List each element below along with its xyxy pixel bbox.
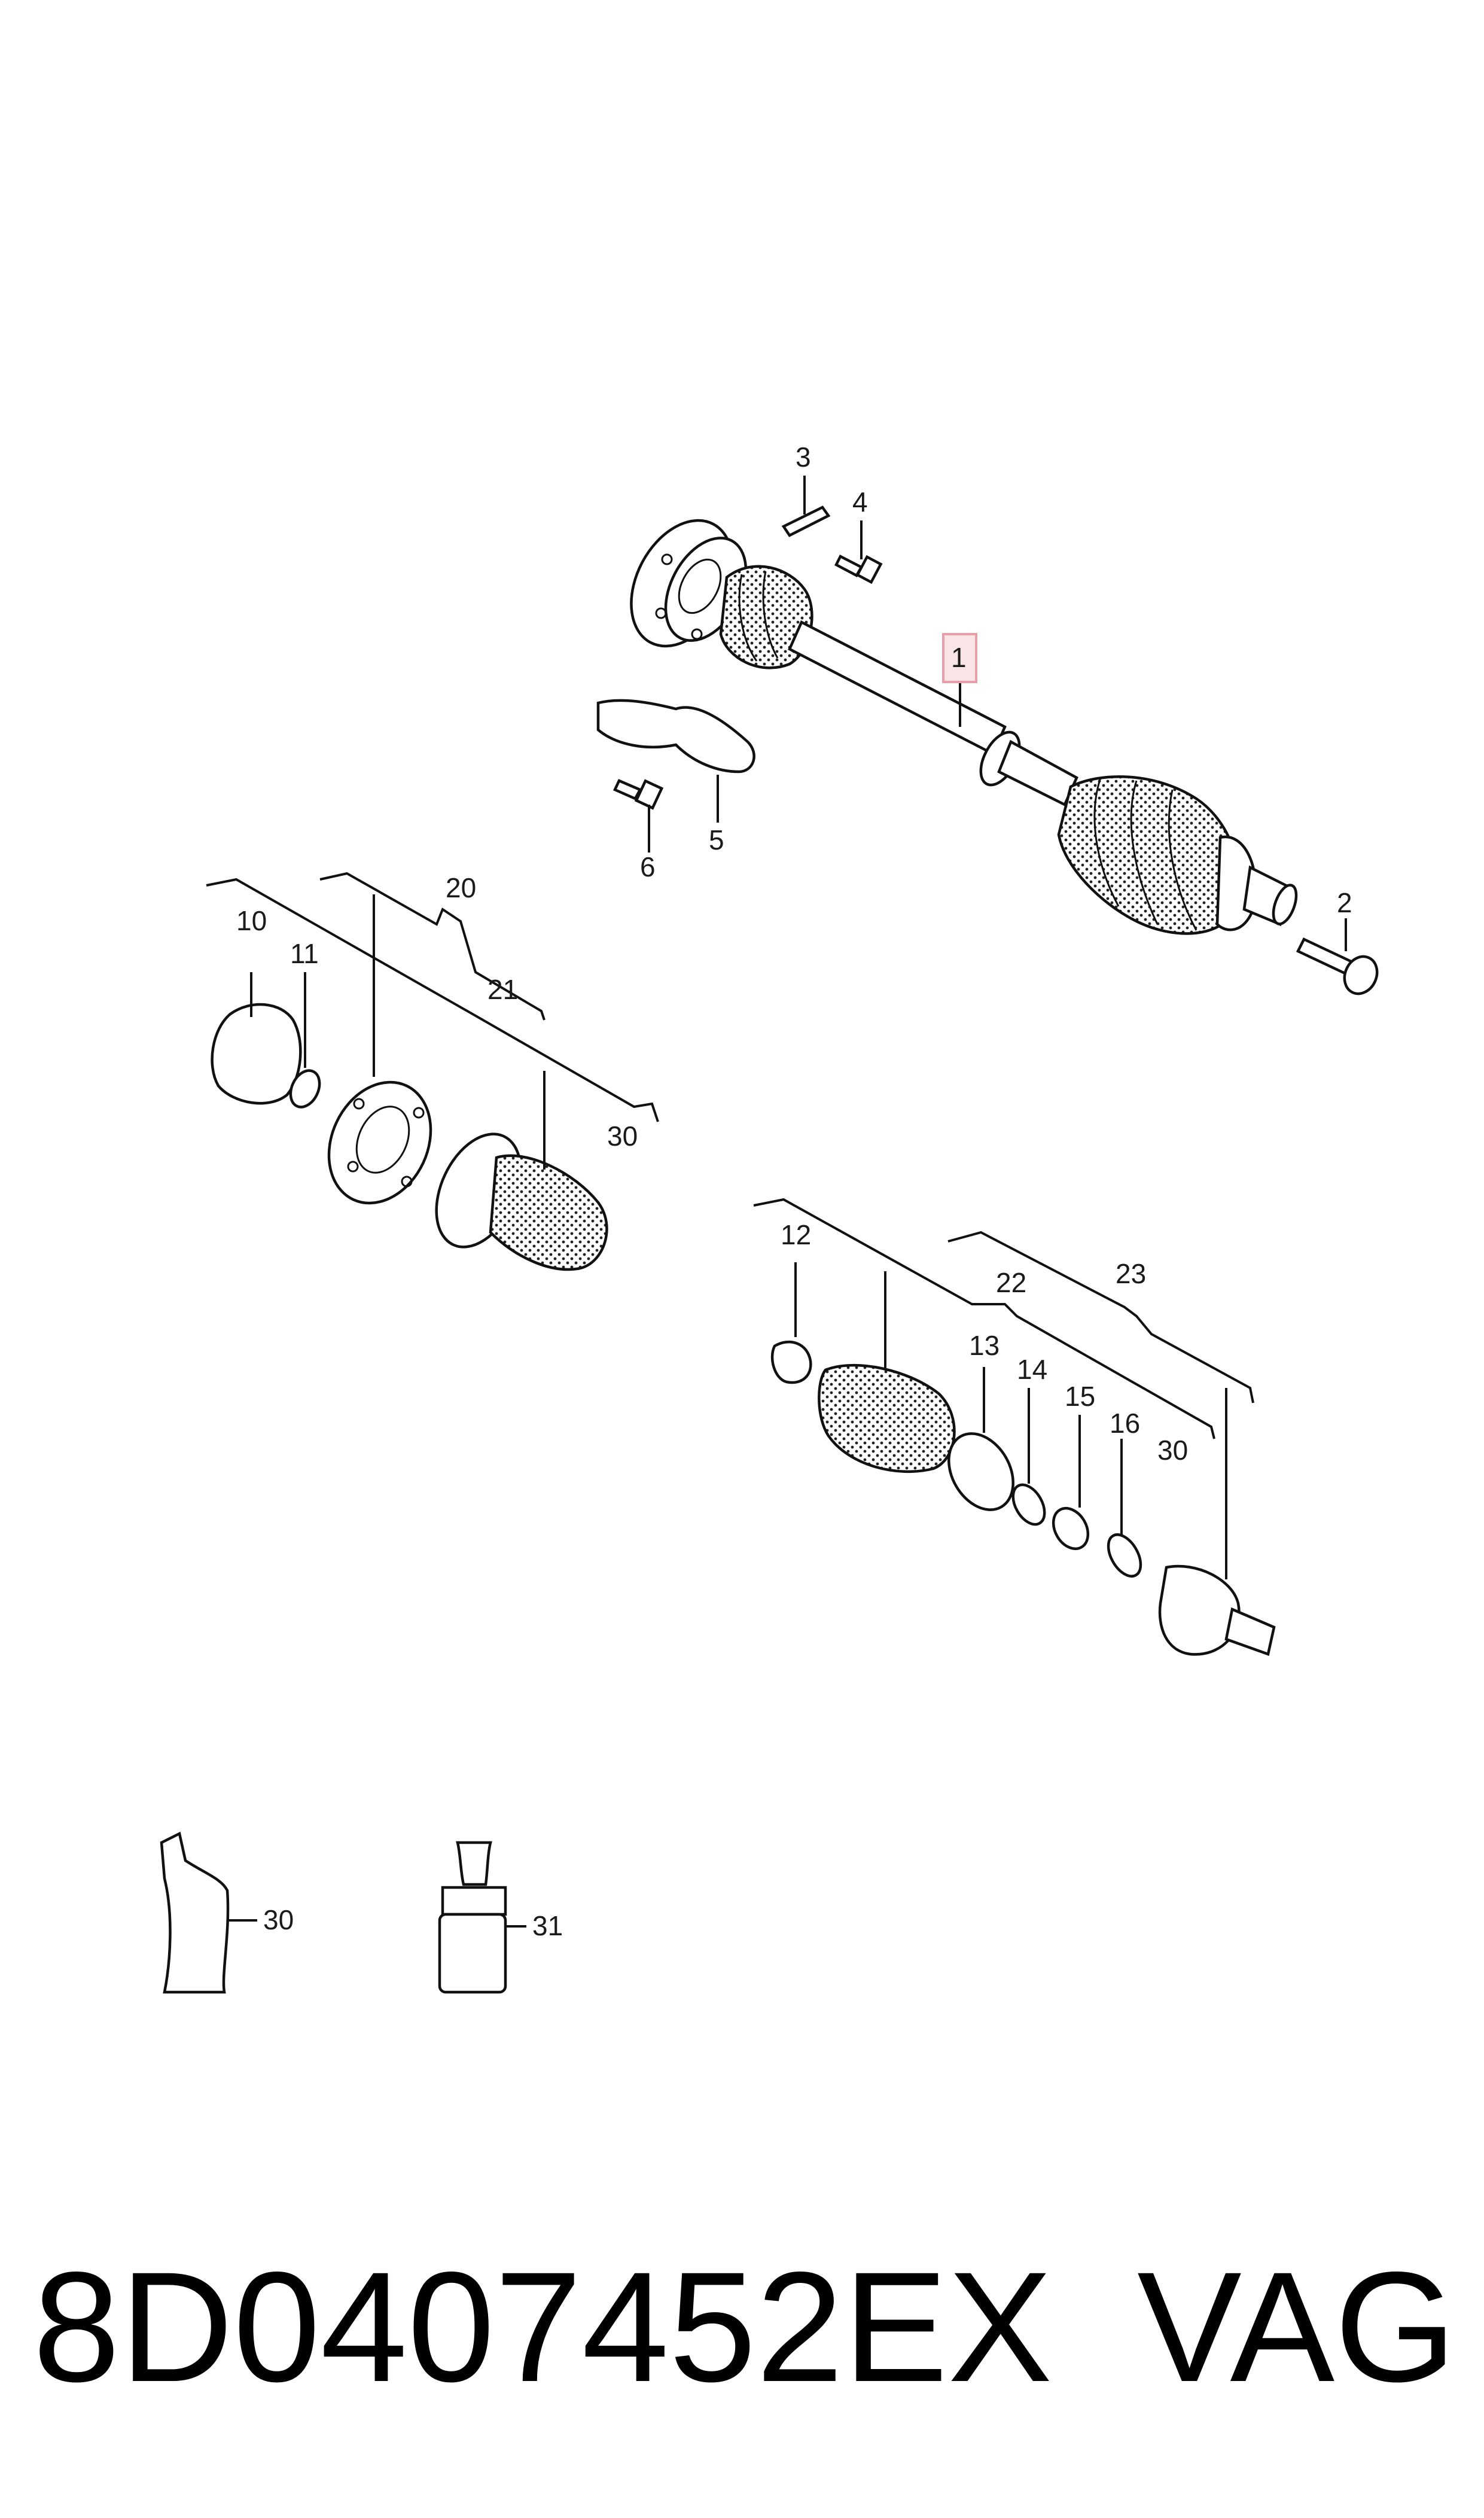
callout-16[interactable]: 16	[1110, 1408, 1140, 1439]
outer-boot[interactable]	[818, 1363, 956, 1473]
footer: 8D0407452EX VAG	[33, 2237, 1456, 2417]
grease-tube[interactable]	[160, 1831, 230, 1994]
callout-4[interactable]: 4	[852, 486, 868, 517]
callout-30-c[interactable]: 30	[263, 1904, 294, 1935]
brand: VAG	[1137, 2239, 1456, 2415]
callout-13[interactable]: 13	[969, 1330, 1000, 1361]
circlip[interactable]	[285, 1066, 325, 1112]
retaining-clip[interactable]	[781, 506, 831, 537]
inner-cv-joint[interactable]	[310, 1065, 450, 1220]
thrust-ring[interactable]	[1046, 1502, 1095, 1555]
callout-20[interactable]: 20	[446, 872, 476, 903]
callout-2[interactable]: 2	[1337, 887, 1352, 918]
callout-1[interactable]: 1	[951, 642, 967, 673]
callout-30-a[interactable]: 30	[607, 1121, 638, 1152]
boot-clamp-large[interactable]	[936, 1422, 1026, 1521]
circlip-outer[interactable]	[1102, 1529, 1147, 1582]
part-number: 8D0407452EX	[33, 2239, 1053, 2415]
callout-12[interactable]: 12	[781, 1219, 811, 1250]
callout-31[interactable]: 31	[532, 1910, 563, 1941]
heat-shield[interactable]	[596, 699, 755, 774]
boot-clamp-small[interactable]	[770, 1340, 812, 1384]
dished-washer[interactable]	[1007, 1479, 1051, 1530]
callout-6[interactable]: 6	[640, 851, 656, 882]
drive-shaft-assembly[interactable]	[611, 503, 1300, 935]
callout-3[interactable]: 3	[796, 442, 811, 473]
callout-15[interactable]: 15	[1065, 1381, 1095, 1412]
leader-lines	[206, 476, 1347, 1928]
callout-30-b[interactable]: 30	[1157, 1435, 1188, 1466]
highlight-box	[942, 633, 977, 683]
hex-bolt[interactable]	[1296, 937, 1383, 999]
inner-boot-kit[interactable]	[420, 1121, 608, 1271]
shield-bolt[interactable]	[613, 779, 664, 810]
callout-5[interactable]: 5	[709, 824, 724, 855]
callout-21[interactable]: 21	[487, 974, 518, 1005]
outer-cv-joint[interactable]	[1158, 1564, 1276, 1656]
callout-11[interactable]: 11	[290, 938, 319, 969]
callout-10[interactable]: 10	[236, 905, 267, 936]
sealant-bottle[interactable]	[438, 1841, 507, 1994]
callout-14[interactable]: 14	[1017, 1354, 1047, 1385]
callout-23[interactable]: 23	[1116, 1258, 1146, 1289]
flange-bolt[interactable]	[834, 554, 883, 584]
flange-gasket[interactable]	[211, 1003, 302, 1105]
callout-22[interactable]: 22	[996, 1267, 1026, 1298]
